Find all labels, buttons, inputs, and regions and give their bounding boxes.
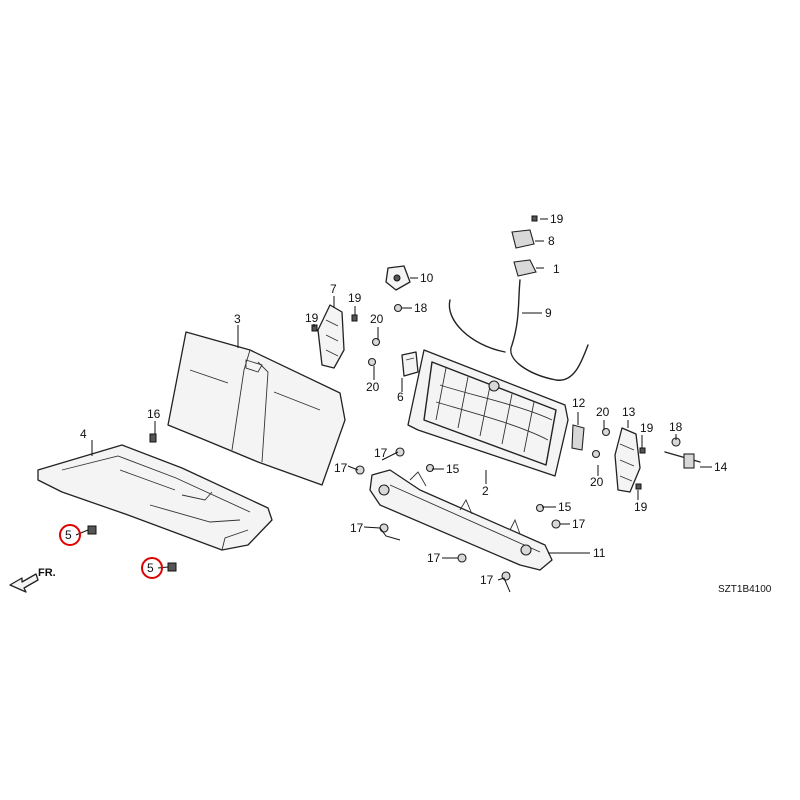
part-7-bracket <box>317 304 345 369</box>
callout-18-b: 18 <box>669 420 683 434</box>
callout-19-a: 19 <box>550 212 564 226</box>
front-direction-arrow: FR. <box>9 567 56 593</box>
callout-3: 3 <box>234 312 241 326</box>
highlight-circles <box>59 524 163 579</box>
callout-6: 6 <box>397 390 404 404</box>
callout-15-lower: 15 <box>558 500 572 514</box>
callout-17-d: 17 <box>427 551 441 565</box>
highlight-5-right <box>141 557 163 579</box>
callout-17-e: 17 <box>480 573 494 587</box>
fasteners <box>87 215 681 581</box>
callout-19-e: 19 <box>634 500 648 514</box>
callout-19-b: 19 <box>348 291 362 305</box>
part-9-cable <box>448 279 589 381</box>
callout-20-c: 20 <box>596 405 610 419</box>
callout-8: 8 <box>548 234 555 248</box>
part-10-cover <box>385 265 411 291</box>
part-6-clip <box>401 351 419 377</box>
callout-9: 9 <box>545 306 552 320</box>
callout-19-c: 19 <box>305 311 319 325</box>
part-1-knob <box>513 259 537 277</box>
callout-4: 4 <box>80 427 87 441</box>
highlight-5-left <box>59 524 81 546</box>
callout-1: 1 <box>553 262 560 276</box>
callout-16: 16 <box>147 407 161 421</box>
callout-7: 7 <box>330 282 337 296</box>
callout-10: 10 <box>420 271 434 285</box>
fr-label: FR. <box>38 567 56 579</box>
callout-19-d: 19 <box>640 421 654 435</box>
callout-17-b: 17 <box>334 461 348 475</box>
part-4-seat-cushion <box>37 444 273 551</box>
callout-5-right: 5 <box>147 561 154 575</box>
part-3-seat-back <box>167 331 346 486</box>
part-2-seat-back-frame <box>407 349 569 477</box>
callout-2: 2 <box>482 484 489 498</box>
callout-12: 12 <box>572 396 586 410</box>
callout-13: 13 <box>622 405 636 419</box>
part-11-lower-frame <box>369 469 553 571</box>
callout-20-d: 20 <box>590 475 604 489</box>
callout-15-upper: 15 <box>446 462 460 476</box>
part-12-latch <box>571 424 585 451</box>
callout-20-b: 20 <box>366 380 380 394</box>
diagram-code: SZT1B4100 <box>718 584 772 595</box>
part-8-handle <box>511 229 535 249</box>
callout-18-a: 18 <box>414 301 428 315</box>
callout-labels: 1 2 3 4 5 5 6 7 8 9 10 11 12 13 14 15 15… <box>65 212 728 587</box>
callout-17-f: 17 <box>572 517 586 531</box>
callout-17-a: 17 <box>374 446 388 460</box>
callout-20-a: 20 <box>370 312 384 326</box>
callout-14: 14 <box>714 460 728 474</box>
callout-5-left: 5 <box>65 528 72 542</box>
part-13-bracket <box>614 427 641 493</box>
leader-lines <box>75 218 712 593</box>
callout-11: 11 <box>593 546 606 560</box>
part-14-bolt <box>664 451 701 469</box>
callout-17-c: 17 <box>350 521 364 535</box>
